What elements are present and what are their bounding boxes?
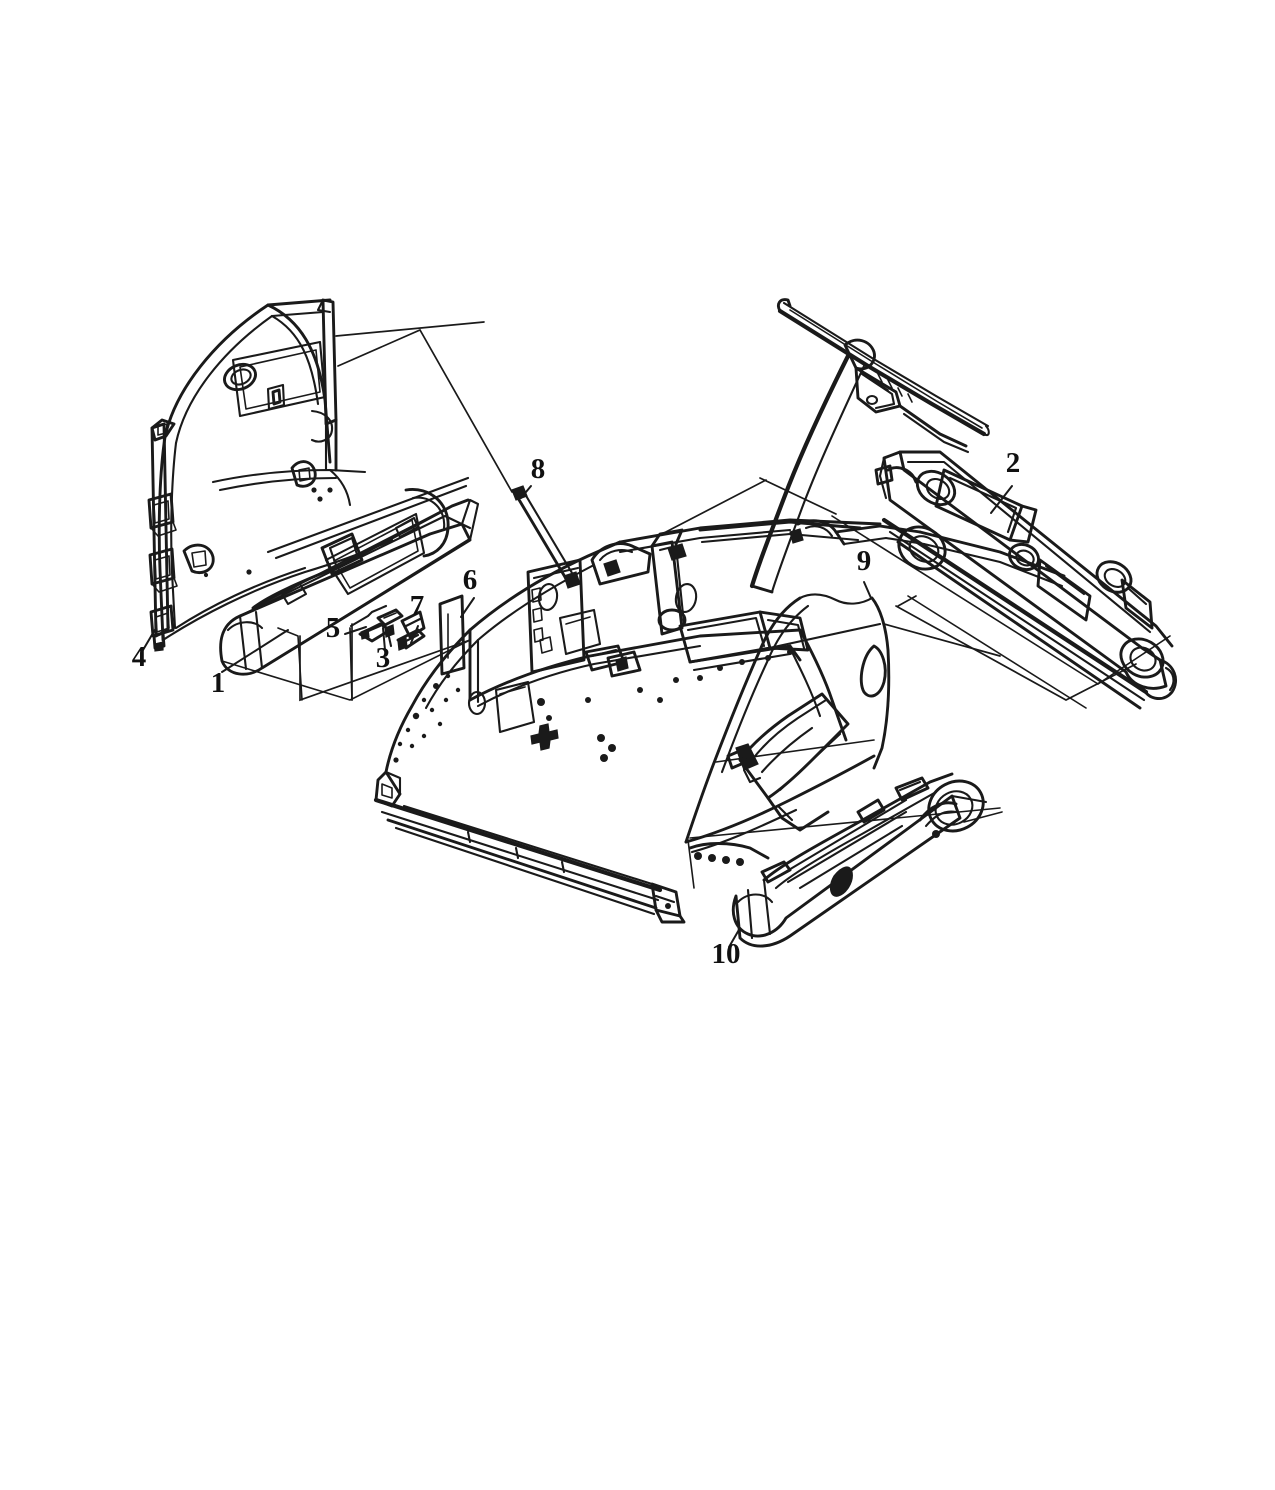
front-grille-shield-assembly xyxy=(147,298,394,652)
arched-rops-post xyxy=(749,298,990,594)
assembly-guide-lines xyxy=(299,321,1137,702)
front-lower-track-frame-part10 xyxy=(687,772,1003,948)
callout-7[interactable]: 7 xyxy=(410,590,425,644)
main-chassis-frame xyxy=(373,518,1066,924)
callout-3[interactable]: 3 xyxy=(376,627,391,674)
callout-6-label: 6 xyxy=(463,564,478,596)
callout-9-label: 9 xyxy=(857,545,872,577)
callout-1-leader xyxy=(221,629,289,673)
callout-5[interactable]: 5 xyxy=(326,612,367,644)
callout-7-leader xyxy=(410,625,419,644)
callout-7-label: 7 xyxy=(410,590,425,622)
callout-10-label: 10 xyxy=(712,938,741,970)
callout-5-label: 5 xyxy=(326,612,341,644)
pin-fastener-part8 xyxy=(511,485,581,589)
callout-2-leader xyxy=(990,485,1013,514)
callout-6[interactable]: 6 xyxy=(460,564,478,618)
right-track-frame-rail-part2 xyxy=(831,450,1177,710)
callout-layer: 1 2 3 4 5 6 7 8 xyxy=(132,447,1021,970)
callout-2[interactable]: 2 xyxy=(990,447,1021,514)
callout-8[interactable]: 8 xyxy=(520,453,546,499)
callout-9[interactable]: 9 xyxy=(857,545,872,599)
callout-4[interactable]: 4 xyxy=(132,627,157,673)
small-bracket-group xyxy=(349,604,426,651)
callout-1[interactable]: 1 xyxy=(211,629,289,699)
callout-4-label: 4 xyxy=(132,641,147,673)
grille-hinge-bar-part4 xyxy=(147,418,178,652)
callout-9-leader xyxy=(863,581,872,599)
callout-3-leader xyxy=(382,627,386,651)
callout-10-leader xyxy=(728,927,741,948)
right-fender-cover-panel-part9 xyxy=(684,593,891,854)
callout-8-leader xyxy=(520,485,532,499)
left-track-frame-rail-part1 xyxy=(219,476,480,701)
callout-5-leader xyxy=(344,626,367,635)
callout-3-label: 3 xyxy=(376,642,391,674)
callout-4-leader xyxy=(142,627,157,651)
callout-6-leader xyxy=(460,597,475,618)
callout-10[interactable]: 10 xyxy=(712,927,741,970)
callout-2-label: 2 xyxy=(1006,447,1021,479)
callout-8-label: 8 xyxy=(531,453,546,485)
callout-1-label: 1 xyxy=(211,667,226,699)
